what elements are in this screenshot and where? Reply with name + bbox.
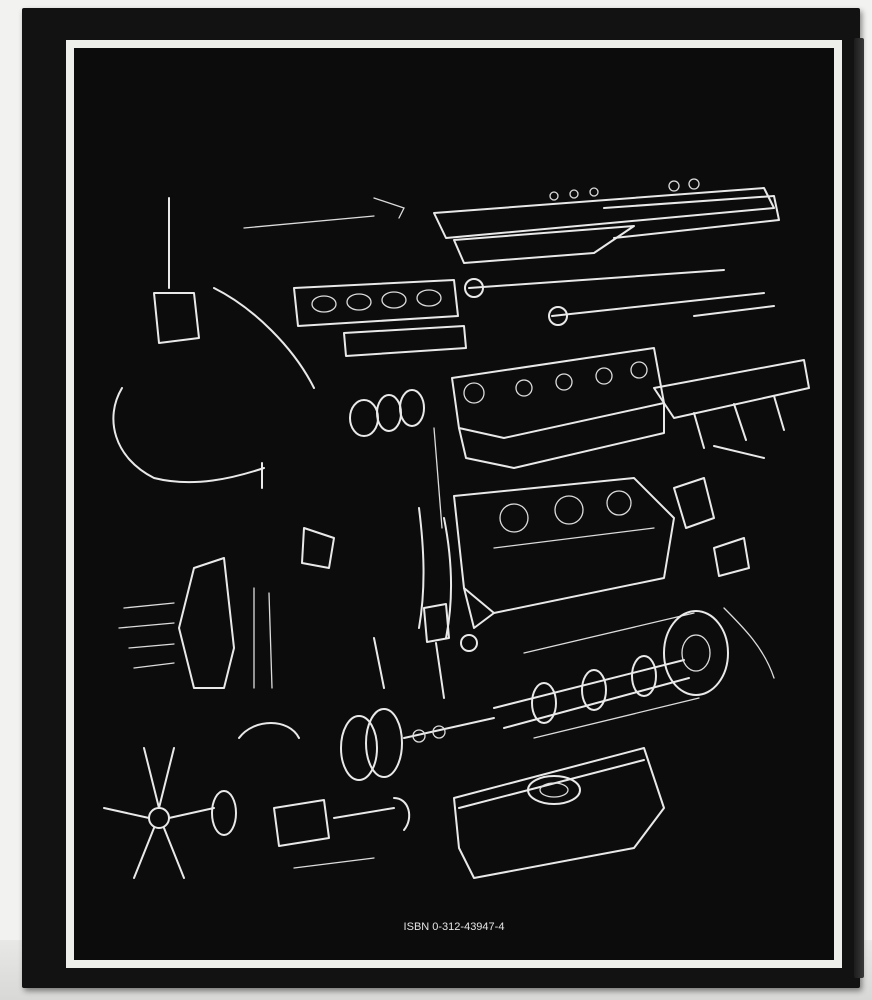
piston-rod-drawing [373, 603, 478, 699]
book-back-cover: ISBN 0-312-43947-4 [22, 8, 864, 988]
flywheel-drawing [663, 610, 729, 696]
cylinder-head-drawing [451, 347, 665, 469]
isbn-text: ISBN 0-312-43947-4 [404, 921, 505, 933]
front-cover-drawing [118, 527, 335, 689]
exploded-engine-diagram-icon: ISBN 0-312-43947-4 [103, 178, 810, 933]
camshaft-drawing [464, 269, 775, 326]
mount-bracket-drawing [673, 477, 775, 679]
crank-pulley-drawing [238, 708, 495, 781]
gasket-seal-drawing [349, 389, 443, 529]
crankshaft-drawing [493, 612, 700, 739]
water-pump-drawing [112, 197, 315, 489]
oil-pan-drawing [453, 747, 665, 879]
book-spine-edge [854, 38, 864, 978]
fan-drawing [103, 747, 237, 879]
intake-manifold-drawing [293, 279, 467, 357]
engine-block-drawing [453, 477, 675, 629]
cover-frame: ISBN 0-312-43947-4 [66, 40, 842, 968]
oil-pump-drawing [273, 797, 411, 869]
exhaust-manifold-drawing [653, 359, 810, 459]
valve-cover-drawing [433, 178, 780, 264]
